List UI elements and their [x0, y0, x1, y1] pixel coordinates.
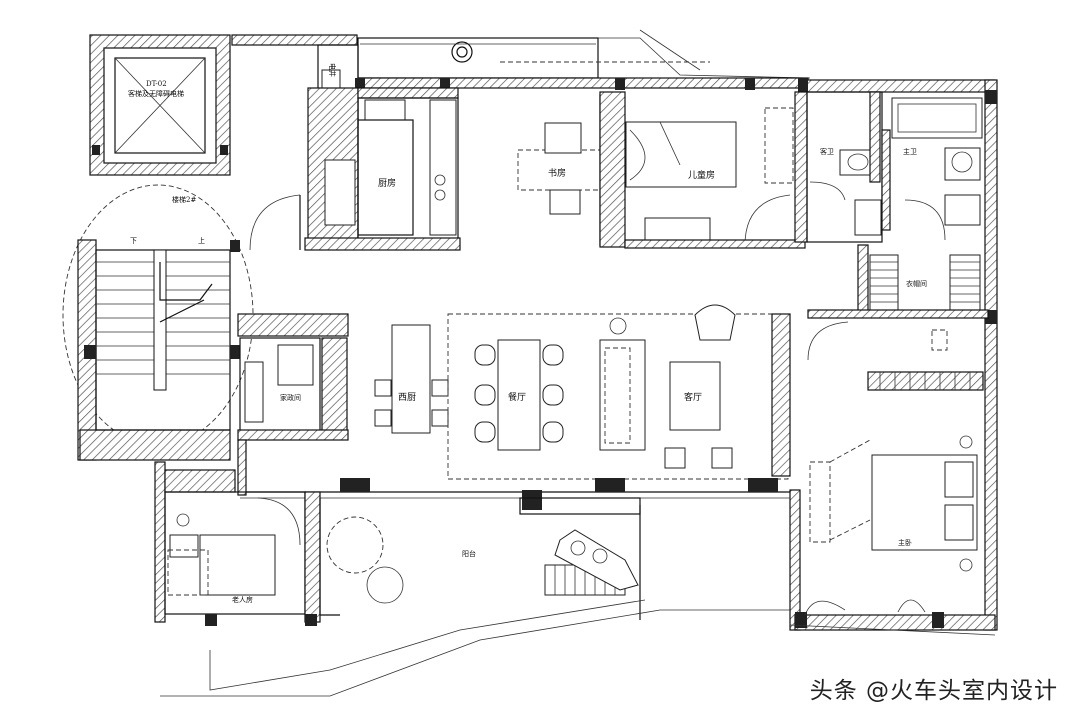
western-kitchen: [374, 324, 449, 434]
top-service-area: [231, 29, 811, 126]
study-label: 书房: [548, 167, 566, 179]
kitchen-label: 厨房: [378, 177, 396, 189]
kids-room-label: 儿童房: [688, 169, 715, 181]
master-bedroom: [804, 321, 984, 616]
western-kitchen-label: 西厨: [398, 392, 416, 403]
entry-door-arc: [249, 194, 301, 251]
closet-label: 衣帽间: [906, 279, 927, 288]
stair-label: 楼梯2#: [172, 195, 196, 204]
dining-living-zone: [447, 304, 791, 480]
master-bedroom-label: 主卧: [898, 538, 912, 547]
site-boundary: [160, 599, 996, 697]
master-bath-label: 主卫: [903, 147, 917, 156]
kitchen: [304, 87, 461, 251]
balcony-label: 阳台: [462, 549, 476, 558]
outer-walls: [355, 77, 998, 631]
balcony: [319, 497, 641, 620]
south-facade: [237, 439, 790, 510]
watermark-text: 头条 @火车头室内设计: [809, 678, 1058, 704]
stair-core: [62, 184, 254, 461]
elevator-label: DT-02: [146, 80, 167, 88]
kids-room: [599, 91, 808, 249]
elder-room: [154, 461, 321, 626]
master-bath: [881, 97, 983, 241]
laundry-room: [237, 313, 349, 441]
guest-bath: [806, 91, 883, 243]
dining-label: 餐厅: [508, 391, 526, 403]
living-label: 客厅: [684, 391, 702, 403]
laundry-label: 家政间: [280, 393, 301, 402]
shaft-label: 电井: [328, 63, 337, 77]
guest-bath-label: 客卫: [820, 147, 834, 156]
elevator-sublabel: 客梯及无障碍电梯: [128, 89, 184, 98]
closet: [807, 244, 989, 319]
elder-room-label: 老人房: [232, 595, 253, 604]
stair-up-label: 上: [198, 236, 205, 245]
elevator-core: [89, 34, 231, 176]
stair-down-label: 下: [130, 237, 137, 245]
